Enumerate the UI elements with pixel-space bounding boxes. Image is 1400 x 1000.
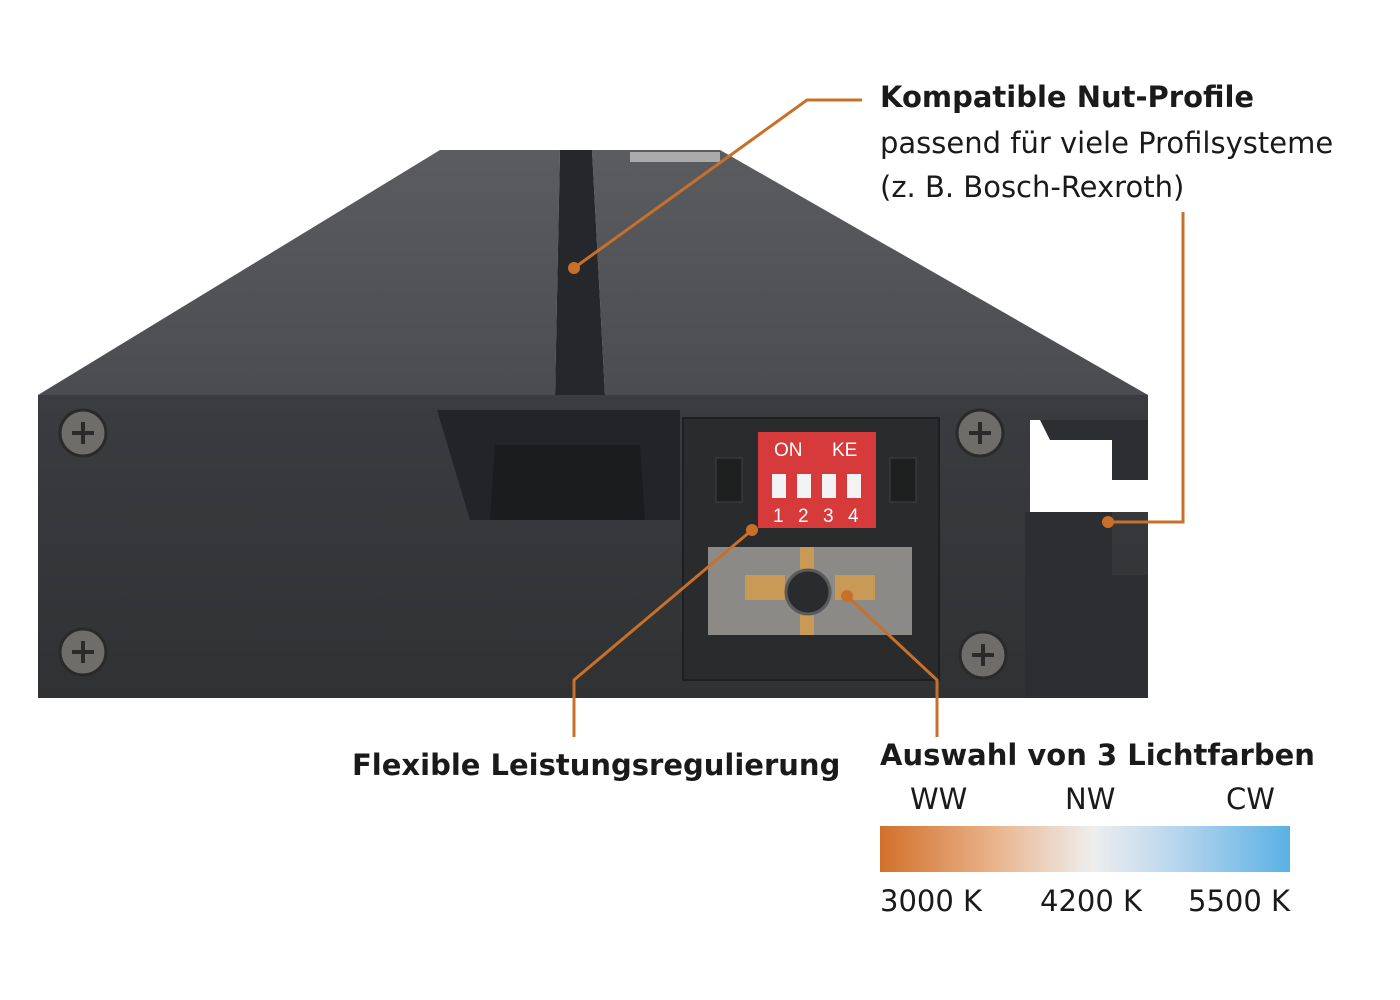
temperature-4200: 4200 K bbox=[1040, 884, 1143, 918]
housing-top-left bbox=[38, 150, 560, 395]
color-code-ww: WW bbox=[910, 782, 968, 816]
led-window-right bbox=[889, 457, 917, 503]
leader-dot-colors bbox=[841, 590, 853, 602]
housing-top-right bbox=[592, 150, 1148, 395]
callout-profile-line1: passend für viele Profilsysteme bbox=[880, 126, 1334, 160]
connector-contact-right bbox=[835, 575, 875, 600]
callout-colors-title: Auswahl von 3 Lichtfarben bbox=[880, 738, 1315, 772]
groove-channel bbox=[555, 150, 605, 395]
connector-contact-left bbox=[745, 575, 785, 600]
leader-line-profile bbox=[573, 98, 862, 270]
screw-bottom-right bbox=[958, 630, 1008, 680]
color-code-nw: NW bbox=[1065, 782, 1116, 816]
dip-toggle-3 bbox=[822, 474, 836, 498]
adjust-wheel bbox=[784, 568, 832, 616]
leader-line-slot bbox=[1108, 212, 1185, 524]
temperature-3000: 3000 K bbox=[880, 884, 983, 918]
callout-profile-title: Kompatible Nut-Profile bbox=[880, 80, 1255, 114]
led-window-left bbox=[715, 457, 743, 503]
top-label bbox=[630, 152, 720, 162]
leader-dot-power bbox=[746, 524, 758, 536]
dip-label-brand: KE bbox=[832, 440, 857, 461]
screw-bottom-left bbox=[58, 627, 108, 677]
dip-toggle-2 bbox=[797, 474, 811, 498]
profile-slot-lower bbox=[1025, 512, 1148, 698]
callout-profile-line2: (z. B. Bosch-Rexroth) bbox=[880, 170, 1185, 204]
dip-number-3: 3 bbox=[823, 506, 834, 527]
temperature-5500: 5500 K bbox=[1188, 884, 1291, 918]
dip-number-1: 1 bbox=[773, 506, 784, 527]
groove-inner bbox=[490, 445, 645, 520]
color-temperature-bar bbox=[880, 826, 1290, 872]
color-code-cw: CW bbox=[1226, 782, 1275, 816]
callout-power-title: Flexible Leistungsregulierung bbox=[352, 748, 841, 782]
dip-number-4: 4 bbox=[848, 506, 859, 527]
screw-top-right bbox=[955, 408, 1005, 458]
dip-number-2: 2 bbox=[798, 506, 809, 527]
leader-line-power bbox=[572, 528, 753, 737]
dip-toggle-1 bbox=[772, 474, 786, 498]
leader-dot-profile bbox=[568, 262, 580, 274]
screw-top-left bbox=[58, 408, 108, 458]
dip-label-on: ON bbox=[774, 440, 803, 461]
leader-dot-slot bbox=[1102, 516, 1114, 528]
profile-slot-upper bbox=[1040, 420, 1148, 480]
leader-line-colors bbox=[845, 594, 939, 737]
dip-toggle-4 bbox=[847, 474, 861, 498]
